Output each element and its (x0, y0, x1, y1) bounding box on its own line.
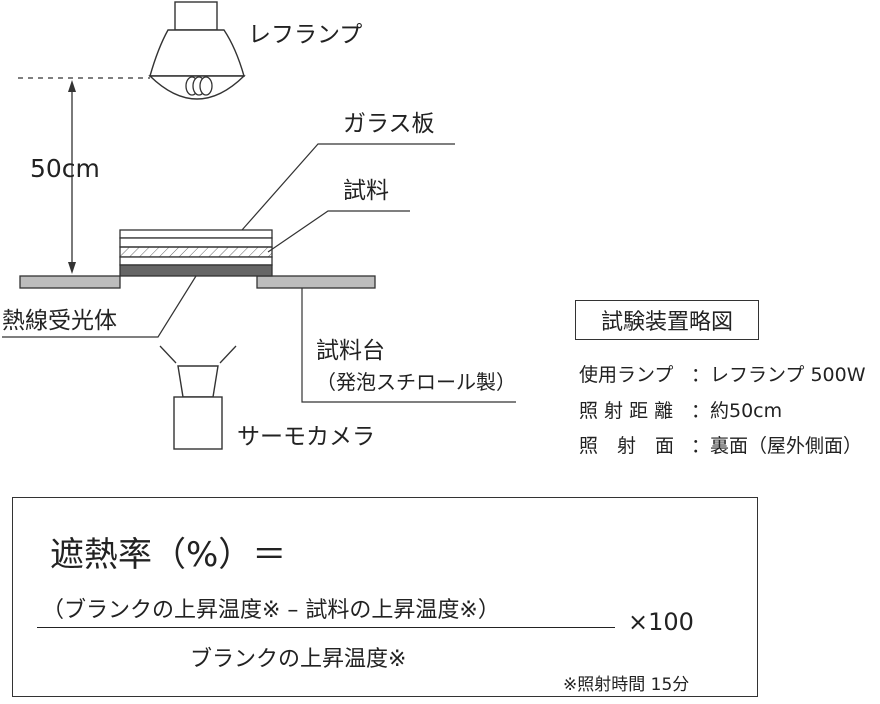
spec-key: 照 射 面 (579, 435, 675, 457)
heat-sensor-plate-left (19, 275, 121, 289)
distance-label: 50cm (30, 154, 100, 183)
formula-box (12, 497, 758, 697)
glass-leader-line (241, 143, 455, 231)
spec-key: 使用ランプ (579, 364, 674, 386)
sample-label: 試料 (343, 178, 389, 204)
stage-material-label: （発泡スチロール製） (316, 370, 516, 394)
camera-lens (177, 365, 219, 398)
spec-row-lamp: 使用ランプ ：レフランプ 500W (579, 360, 866, 387)
glass-plate-top (119, 229, 273, 239)
heat-sensor-plate-right (256, 275, 376, 289)
formula-multiplier: ×100 (628, 608, 694, 636)
sample-leader-line (267, 210, 410, 253)
spacer-layer (119, 256, 273, 266)
sample-stack (119, 229, 273, 277)
spec-value: ：レフランプ 500W (691, 364, 866, 386)
formula-denominator: ブランクの上昇温度※ (190, 647, 407, 672)
stage-top (119, 264, 273, 277)
formula-numerator: （ブランクの上昇温度※ – 試料の上昇温度※） (42, 598, 500, 623)
camera-body (173, 396, 223, 450)
spec-key: 照 射 距 離 (579, 400, 674, 422)
stage-leader-line (301, 288, 516, 403)
camera-label: サーモカメラ (237, 424, 375, 450)
distance-arrow (68, 80, 76, 274)
lamp-bulb-3 (199, 76, 213, 96)
setup-title: 試験装置略図 (575, 300, 759, 340)
glass-plate (119, 237, 273, 248)
spec-value: ：約50cm (691, 400, 783, 422)
reflector-lamp (148, 1, 246, 100)
sample-layer (119, 246, 273, 258)
heat-sensor-label: 熱線受光体 (2, 308, 117, 334)
spec-value: ：裏面（屋外側面） (691, 435, 863, 457)
thermal-camera (159, 345, 237, 450)
glass-label: ガラス板 (343, 111, 435, 137)
formula-title: 遮熱率（%）＝ (50, 535, 287, 575)
fraction-line (37, 627, 615, 628)
stage-label: 試料台 (316, 338, 385, 364)
sensor-leader-line (2, 275, 197, 338)
lamp-base (174, 1, 218, 31)
irradiation-time-note: ※照射時間 15分 (563, 675, 690, 695)
lamp-reflector (149, 29, 245, 77)
spec-row-surface: 照 射 面 ：裏面（屋外側面） (579, 431, 862, 458)
lamp-label: レフランプ (248, 22, 363, 48)
spec-row-distance: 照 射 距 離 ：約50cm (579, 396, 782, 423)
